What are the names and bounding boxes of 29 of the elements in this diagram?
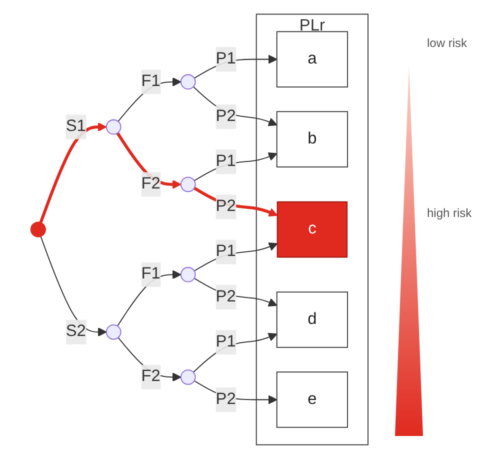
node-point [180, 74, 196, 90]
node-box: a [276, 31, 348, 88]
edge-label: P1 [216, 242, 236, 260]
edge-label: P1 [216, 50, 236, 68]
arrow [40, 236, 107, 337]
edge-label: P1 [216, 333, 236, 350]
edge-label: P1 [216, 152, 236, 170]
edge-label: P2 [216, 288, 236, 306]
edge-label: F2 [141, 368, 160, 386]
node-point [106, 119, 122, 135]
edge-label: P2 [216, 108, 236, 125]
edge-label: S2 [66, 322, 86, 340]
edge-label: F1 [141, 72, 160, 90]
node-box: b [276, 111, 348, 168]
risk-label: high risk [427, 206, 472, 220]
node-point [180, 369, 196, 385]
node-point [106, 324, 122, 340]
node-box: e [276, 372, 348, 428]
edge-label: S1 [66, 118, 86, 136]
arrow [39, 122, 107, 224]
risk-label: low risk [427, 36, 468, 50]
node-box: d [276, 292, 348, 348]
node-point [180, 176, 196, 192]
edge-label: F2 [141, 175, 160, 193]
node-box: c [276, 201, 348, 258]
edge-label: F1 [141, 265, 160, 283]
node-point [180, 266, 196, 282]
edge-label: P2 [216, 390, 236, 408]
edge-label: P2 [216, 198, 236, 216]
